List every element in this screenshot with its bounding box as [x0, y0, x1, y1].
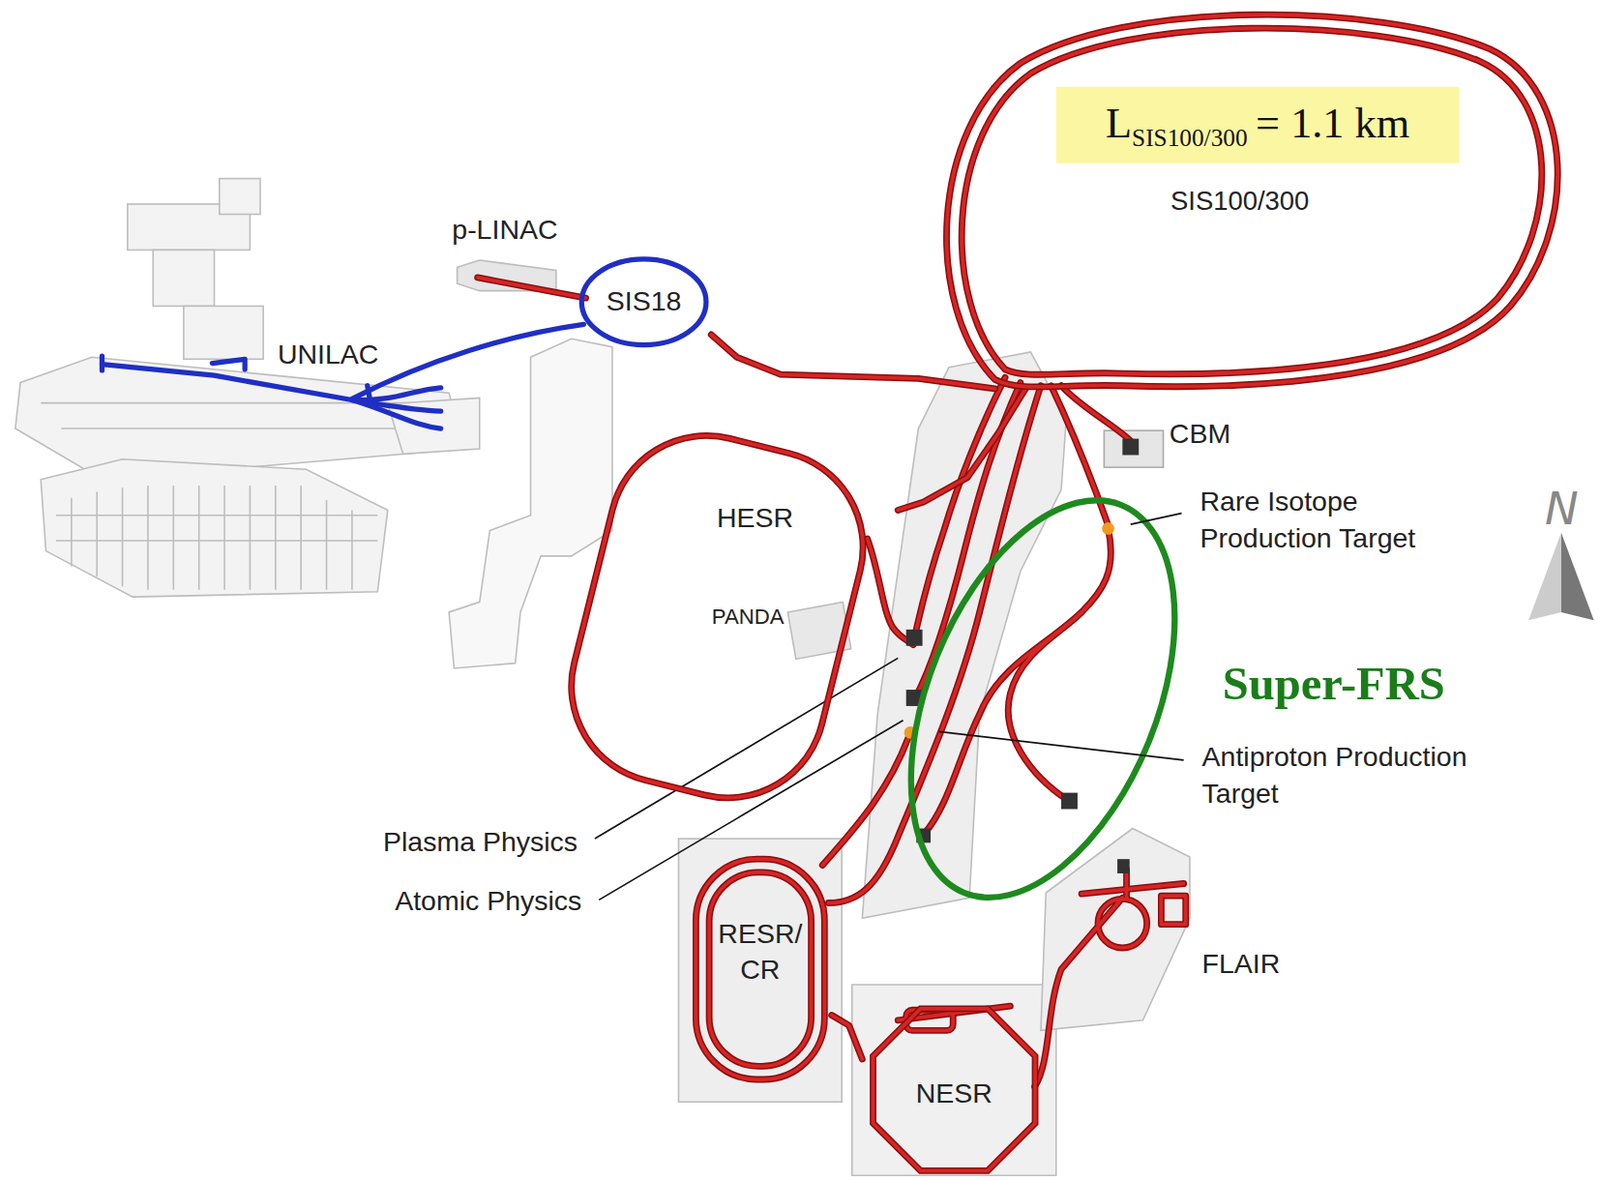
callout-label: Atomic Physics	[394, 884, 582, 920]
formula-text: L	[1105, 98, 1132, 147]
facility-label: p-LINAC	[451, 211, 558, 248]
north-label: N	[1544, 479, 1579, 538]
ring-label: SIS100/300	[1170, 184, 1309, 220]
north-arrow	[1528, 533, 1595, 622]
ring-label: HESR	[716, 500, 794, 536]
beamline-connector	[711, 334, 995, 389]
length-box: LSIS100/300 = 1.1 km	[1056, 87, 1460, 164]
ring-label: NESR	[916, 1075, 993, 1112]
storage-ring: NESR	[861, 998, 1046, 1181]
beamline-connector	[897, 388, 1026, 511]
callout-label: Rare Isotope Production Target	[1200, 483, 1468, 559]
facility-label: UNILAC	[277, 336, 379, 373]
storage-ring: RESR/ CR	[688, 852, 832, 1088]
formula-row: LSIS100/300 = 1.1 km	[1105, 98, 1410, 151]
super-frs-outline	[859, 462, 1228, 937]
production-target	[904, 522, 1115, 740]
unilac-beamline	[101, 324, 584, 429]
ring-label: SIS18	[606, 284, 682, 321]
synchrotron-ring: SIS18	[576, 255, 712, 350]
section-title: Super-FRS	[1222, 652, 1446, 714]
callout-label: Plasma Physics	[383, 824, 578, 860]
beamline	[477, 277, 1186, 1087]
experiment-label: CBM	[1169, 415, 1231, 452]
facility-label: FLAIR	[1202, 947, 1281, 983]
building-floor	[15, 178, 1190, 1177]
synchrotron-ring: SIS100/300LSIS100/300= 1.1 km	[930, 4, 1569, 389]
ring-label: RESR/ CR	[717, 916, 802, 988]
leader-line	[594, 513, 1185, 901]
experiment-station	[906, 439, 1140, 874]
experiment-label: PANDA	[711, 602, 785, 631]
callout-label: Antiproton Production Target	[1202, 739, 1470, 814]
formula-text: = 1.1 km	[1255, 98, 1410, 147]
subscript-text: SIS100/300	[1131, 123, 1248, 150]
beamline-connector	[831, 1015, 863, 1060]
